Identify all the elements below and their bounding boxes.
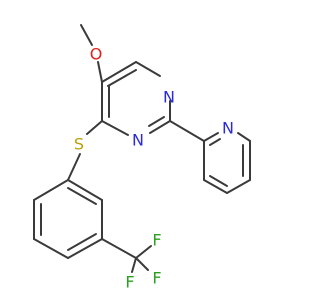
bond-c2-n3 <box>149 120 171 134</box>
bond-n3-c4 <box>101 120 129 136</box>
bond-ph-c4-c5-inner <box>67 233 97 251</box>
bond-py-n-c6 <box>237 132 251 142</box>
bond-methyl-o <box>80 24 93 46</box>
bond-ph-c1-c2 <box>33 179 69 201</box>
atom-o-methoxy: O <box>90 45 103 64</box>
atom-n-pyrimidine-1: N <box>163 88 175 107</box>
bond-py-c4-c3-inner <box>209 175 228 187</box>
bond-c-f1 <box>135 245 152 259</box>
atom-f-2: F <box>152 269 161 288</box>
bond-c-f2 <box>135 257 149 271</box>
bond-ph-cf3 <box>101 238 137 259</box>
bond-c6-c5-inner <box>107 69 137 87</box>
bond-py-c4-c3 <box>203 179 228 194</box>
bond-py-c2-n <box>203 132 219 142</box>
atom-f-1: F <box>152 231 161 250</box>
bond-c6-n1 <box>135 61 161 77</box>
atom-s-thioether: S <box>74 135 84 154</box>
bond-ph-c6-c1 <box>67 179 103 201</box>
bond-s-phenyl <box>67 153 81 181</box>
bond-layer <box>33 24 251 273</box>
bond-c2-pyridine <box>169 120 205 142</box>
structure-canvas: O N N N S F F F <box>33 24 251 292</box>
bond-ph-c3-c4 <box>33 238 69 259</box>
bond-ph-c6-c1-inner <box>67 187 97 205</box>
bond-py-c2-n-inner <box>209 138 221 146</box>
bond-py-c5-c4 <box>226 179 251 194</box>
bond-ph-c4-c5 <box>67 238 103 259</box>
atom-n-pyrimidine-3: N <box>132 131 144 150</box>
atom-n-pyridine: N <box>222 119 234 138</box>
molecule-structure: O N N N S F F F <box>33 24 251 292</box>
atom-f-3: F <box>125 273 134 292</box>
bond-o-c5 <box>97 61 103 83</box>
atom-label-layer: O N N N S F F F <box>74 45 234 292</box>
bond-c4-s <box>86 120 103 135</box>
bond-c5-c6 <box>101 61 137 83</box>
bond-c-f3 <box>131 257 137 273</box>
bond-c2-n3-inner <box>148 116 165 127</box>
